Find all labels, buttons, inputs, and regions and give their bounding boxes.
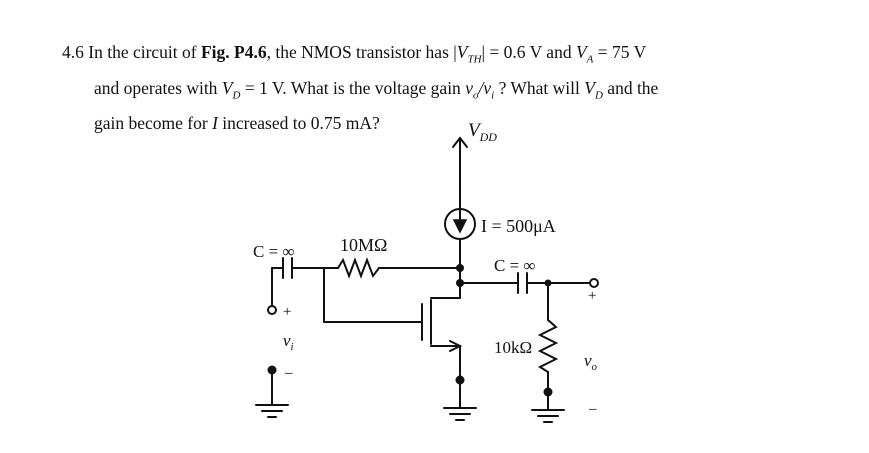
input-ground-symbol [255,369,289,418]
output-capacitor-symbol [517,272,528,294]
problem-number: 4.6 [62,42,84,62]
problem-text: and the [602,77,659,98]
nmos-transistor-symbol [421,297,463,381]
source-ground-symbol [443,379,477,421]
problem-text: increased to 0.75 mA? [217,113,380,133]
output-minus-sign: – [588,401,597,417]
gain-expression: vo/vi [465,77,495,102]
vd-symbol-2: VD [584,77,603,102]
output-plus-sign: + [588,288,596,304]
vdd-label: VDD [468,120,497,144]
input-capacitor-symbol [271,257,293,279]
vdd-supply-arrow [452,136,468,191]
load-resistor-symbol [537,282,559,393]
input-capacitor-label: C = ∞ [253,242,295,261]
problem-text: and operates with [94,77,222,98]
problem-text: In the circuit of [83,42,201,62]
problem-line-2: and operates with VD = 1 V. What is the … [62,74,842,110]
output-capacitor-label: C = ∞ [494,256,536,275]
problem-text: gain become for [94,113,213,133]
input-voltage-label: vi [283,331,294,353]
vd-symbol: VD [221,77,241,102]
output-voltage-label: vo [584,351,598,373]
output-terminal [589,278,599,288]
load-resistor-label: 10kΩ [494,338,532,357]
current-source-label: I = 500μA [481,216,556,236]
junction-dots [267,264,553,397]
input-minus-sign: – [284,365,293,381]
problem-text: = 1 V. What is the voltage gain [240,77,466,98]
input-terminal [267,305,277,315]
vth-symbol: VTH [456,42,482,66]
problem-text: = 75 V [593,42,647,62]
input-plus-sign: + [283,304,291,320]
problem-line-1: 4.6 In the circuit of Fig. P4.6, the NMO… [62,38,842,74]
current-variable: I [212,113,218,133]
problem-line-3: gain become for I increased to 0.75 mA? [62,109,842,137]
figure-reference: Fig. P4.6 [200,42,267,62]
gate-resistor-wire [291,257,461,279]
problem-statement: 4.6 In the circuit of Fig. P4.6, the NMO… [62,38,842,137]
va-symbol: VA [575,42,594,66]
current-source-symbol [444,189,476,269]
problem-text: , the NMOS transistor has | [266,42,457,62]
gate-resistor-label: 10MΩ [340,235,387,255]
problem-text: | = 0.6 V and [481,42,576,62]
problem-text: ? What will [494,77,585,98]
